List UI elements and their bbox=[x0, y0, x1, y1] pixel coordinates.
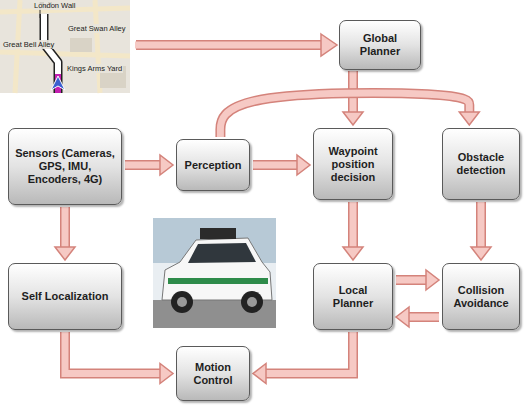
flow-arrow bbox=[471, 202, 491, 260]
arrow-head bbox=[55, 247, 75, 260]
arrow-head bbox=[160, 155, 173, 175]
arrow-head bbox=[343, 247, 363, 260]
process-box: Waypoint position decision bbox=[313, 128, 393, 200]
arrow-head bbox=[160, 364, 173, 384]
arrow-head bbox=[297, 155, 310, 175]
arrow-outline bbox=[396, 275, 426, 285]
box-label: Obstacle detection bbox=[447, 151, 515, 177]
box-label: Self Localization bbox=[22, 290, 109, 303]
map-arrow bbox=[135, 34, 337, 56]
flow-arrow bbox=[55, 207, 75, 260]
arrow-head bbox=[253, 364, 266, 384]
arrow-shaft bbox=[409, 314, 439, 321]
box-label: Collision Avoidance bbox=[447, 284, 515, 310]
arrow-shaft bbox=[125, 162, 160, 169]
arrow-outline bbox=[253, 160, 297, 170]
arrow-shaft bbox=[65, 332, 160, 374]
box-label: Local Planner bbox=[318, 284, 388, 310]
arrow-outline bbox=[125, 160, 160, 170]
arrow-head bbox=[426, 270, 439, 290]
arrow-shaft bbox=[253, 162, 297, 169]
arrow-shaft bbox=[266, 332, 353, 374]
street-label: Kings Arms Yard bbox=[66, 64, 123, 73]
process-box: Local Planner bbox=[313, 263, 393, 330]
flow-arrow bbox=[396, 270, 439, 290]
vehicle-photo bbox=[153, 218, 276, 328]
process-box: Motion Control bbox=[176, 346, 250, 401]
process-box: Sensors (Cameras, GPS, IMU, Encoders, 4G… bbox=[8, 128, 122, 205]
box-label: Perception bbox=[185, 159, 242, 172]
box-label: Waypoint position decision bbox=[318, 145, 388, 184]
arrow-outline bbox=[476, 202, 486, 247]
flow-arrow bbox=[396, 307, 439, 327]
street-map bbox=[0, 0, 130, 93]
flow-arrow bbox=[125, 155, 173, 175]
arrow-outline bbox=[348, 202, 358, 247]
box-label: Global Planner bbox=[344, 32, 416, 58]
box-label: Sensors (Cameras, GPS, IMU, Encoders, 4G… bbox=[13, 147, 117, 186]
arrow-head bbox=[471, 247, 491, 260]
arrow-head bbox=[459, 112, 479, 125]
street-label: Great Swan Alley bbox=[67, 24, 127, 33]
arrow-head bbox=[396, 307, 409, 327]
flow-arrow bbox=[343, 202, 363, 260]
arrow-outline bbox=[60, 207, 70, 247]
flow-arrow bbox=[253, 332, 353, 384]
flow-arrow bbox=[65, 332, 173, 384]
arrow-shaft bbox=[478, 202, 485, 247]
process-box: Obstacle detection bbox=[442, 128, 520, 200]
process-box: Global Planner bbox=[339, 20, 421, 70]
process-box: Collision Avoidance bbox=[442, 263, 520, 330]
flow-arrow bbox=[253, 155, 310, 175]
street-label: Great Bell Alley bbox=[2, 40, 55, 49]
process-box: Self Localization bbox=[8, 263, 122, 330]
arrow-outline bbox=[266, 332, 353, 374]
box-label: Motion Control bbox=[181, 361, 245, 387]
arrow-shaft bbox=[350, 202, 357, 247]
arrow-shaft bbox=[62, 207, 69, 247]
arrow-outline bbox=[409, 312, 439, 322]
arrow-head bbox=[343, 112, 363, 125]
street-label: London Wall bbox=[33, 1, 76, 10]
arrow-shaft bbox=[396, 277, 426, 284]
arrow-outline bbox=[65, 332, 160, 374]
process-box: Perception bbox=[176, 139, 250, 191]
